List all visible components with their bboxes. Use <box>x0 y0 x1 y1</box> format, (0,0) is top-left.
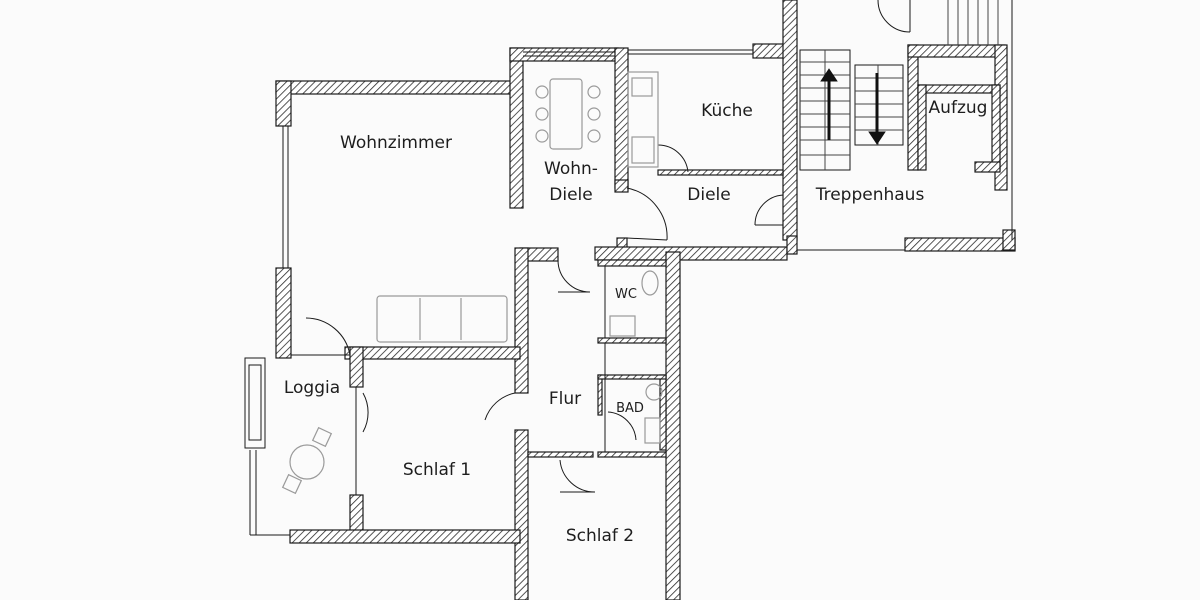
room-label-treppenhaus: Treppenhaus <box>815 185 925 205</box>
stair-arrows <box>820 68 886 145</box>
walls <box>275 0 1016 600</box>
room-label-wohn-diele-line2: Diele <box>549 185 593 205</box>
room-label-kueche: Küche <box>701 101 753 121</box>
room-label-wc: WC <box>615 287 637 302</box>
room-label-schlaf-1: Schlaf 1 <box>402 460 472 480</box>
room-label-loggia: Loggia <box>283 378 341 398</box>
room-label-wohn-diele-line1: Wohn- <box>544 159 598 179</box>
room-label-schlaf-2: Schlaf 2 <box>565 526 635 546</box>
room-label-diele: Diele <box>687 185 731 205</box>
room-label-wohn-diele: Wohn- Diele <box>544 156 598 208</box>
room-label-wohnzimmer: Wohnzimmer <box>340 133 452 153</box>
room-label-aufzug: Aufzug <box>928 98 988 118</box>
room-label-flur: Flur <box>548 389 582 409</box>
furniture <box>281 71 663 495</box>
room-label-bad: BAD <box>616 401 644 416</box>
